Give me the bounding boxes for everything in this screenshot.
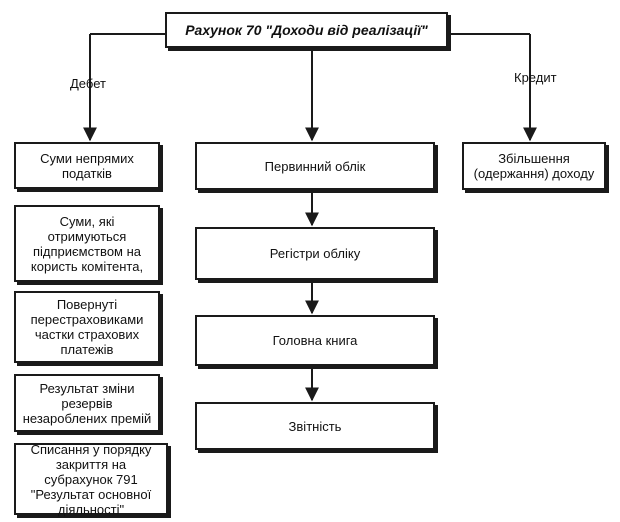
title-box: Рахунок 70 "Доходи від реалізації" [165, 12, 448, 48]
left-box-write-off: Списання у порядку закриття на субрахуно… [14, 443, 168, 515]
left-box-indirect-taxes: Суми непрямих податків [14, 142, 160, 189]
debit-label: Дебет [70, 76, 106, 91]
center-box-general-ledger: Головна книга [195, 315, 435, 366]
title-text: Рахунок 70 "Доходи від реалізації" [185, 23, 428, 38]
center-box-reporting: Звітність [195, 402, 435, 450]
right-box-income-increase: Збільшення (одержання) доходу [462, 142, 606, 190]
left-box-reinsurers: Повернуті перестраховиками частки страхо… [14, 291, 160, 363]
center-box-registers: Регістри обліку [195, 227, 435, 280]
credit-label: Кредит [514, 70, 557, 85]
left-box-committent: Суми, які отримуються підприємством на к… [14, 205, 160, 282]
center-box-primary-accounting: Первинний облік [195, 142, 435, 190]
left-box-reserves: Результат зміни резервів незароблених пр… [14, 374, 160, 432]
